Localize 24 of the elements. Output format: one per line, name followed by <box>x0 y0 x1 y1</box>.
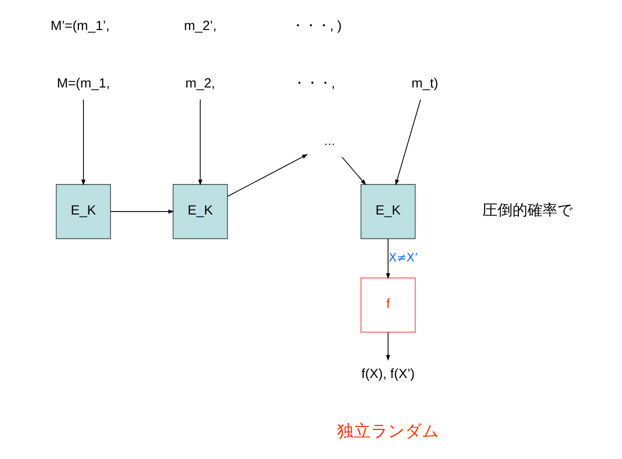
label: ・・・, ) <box>290 18 342 33</box>
node-box: E_K <box>360 184 416 240</box>
arrow <box>198 99 202 186</box>
node-text: m_t) <box>410 75 438 90</box>
label: M’=(m_1’, <box>50 18 110 33</box>
arrow <box>341 156 366 186</box>
arrow <box>226 154 308 197</box>
arrow <box>394 99 421 186</box>
node-text: m_2, <box>184 75 215 90</box>
arrow <box>386 238 390 280</box>
edge-label: X≠X’ <box>388 250 418 264</box>
label: m_2’, <box>183 18 216 33</box>
node-text: … <box>323 134 335 148</box>
arrow <box>80 99 85 186</box>
arrow <box>110 210 174 214</box>
label: 圧倒的確率で <box>482 201 572 220</box>
node-box: E_K <box>172 184 228 240</box>
arrow <box>386 332 390 361</box>
node-box: E_K <box>55 184 110 240</box>
node-box: f <box>360 278 416 333</box>
label: ・・・, <box>292 75 335 90</box>
node-text: f(X), f(X’) <box>360 366 414 381</box>
node-text: M=(m_1, <box>56 75 110 90</box>
label: 独立ランダム <box>336 422 439 441</box>
